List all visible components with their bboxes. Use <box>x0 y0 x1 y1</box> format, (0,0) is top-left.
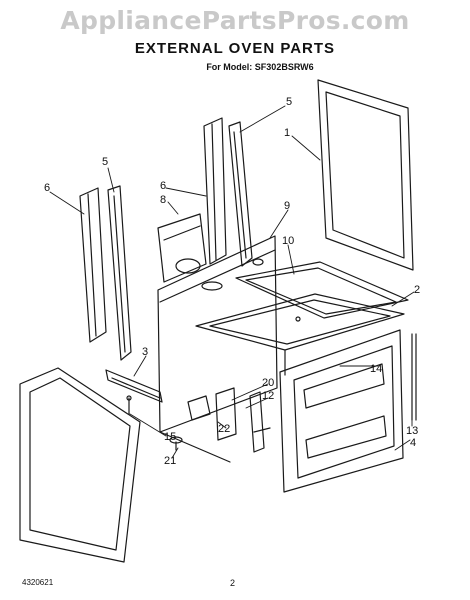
page-number: 2 <box>230 578 236 588</box>
model-subtitle: For Model: SF302BSRW6 <box>206 62 314 72</box>
part-2-bottom-panel <box>195 293 405 351</box>
part-5-left-trim <box>107 185 132 361</box>
callout-22: 22 <box>218 423 230 435</box>
diagram-code: 4320621 <box>22 578 54 587</box>
page-title: EXTERNAL OVEN PARTS <box>134 40 336 57</box>
callout-2: 2 <box>414 284 420 296</box>
part-14-front-frame <box>279 329 404 493</box>
callout-1: 1 <box>284 127 290 139</box>
callout-15: 15 <box>164 431 176 443</box>
callout-3: 3 <box>142 346 148 358</box>
callout-5-right: 5 <box>286 96 292 108</box>
callout-13: 13 <box>406 425 418 437</box>
part-1-frame <box>317 79 414 271</box>
watermark: AppliancePartsPros.com <box>60 6 410 35</box>
callout-6-left: 6 <box>44 182 50 194</box>
part-3-base-rail <box>105 369 163 403</box>
part-1-lower-frame <box>19 367 141 563</box>
callout-5-left: 5 <box>102 156 108 168</box>
part-9-back-panel <box>157 235 278 433</box>
callout-14: 14 <box>370 363 382 375</box>
leader-lines <box>49 105 415 459</box>
part-13-rod <box>411 333 417 421</box>
part-6-right-channel <box>203 117 227 265</box>
callout-4: 4 <box>410 437 416 449</box>
part-8-vent-bracket <box>157 213 207 283</box>
part-5-right-trim <box>228 121 253 267</box>
callout-20: 20 <box>262 377 274 389</box>
part-22-clip <box>187 395 211 421</box>
callout-21: 21 <box>164 455 176 467</box>
part-20-hinge-bracket <box>215 387 271 453</box>
callout-10: 10 <box>282 235 294 247</box>
callout-6-right: 6 <box>160 180 166 192</box>
callout-12: 12 <box>262 390 274 402</box>
oven-body <box>159 349 286 463</box>
part-15-leveling-leg <box>126 395 183 451</box>
callout-9: 9 <box>284 200 290 212</box>
callout-8: 8 <box>160 194 166 206</box>
part-6-left-channel <box>79 187 107 343</box>
callouts: 5 1 5 6 6 8 9 10 2 3 14 20 12 22 15 21 1… <box>44 96 420 467</box>
